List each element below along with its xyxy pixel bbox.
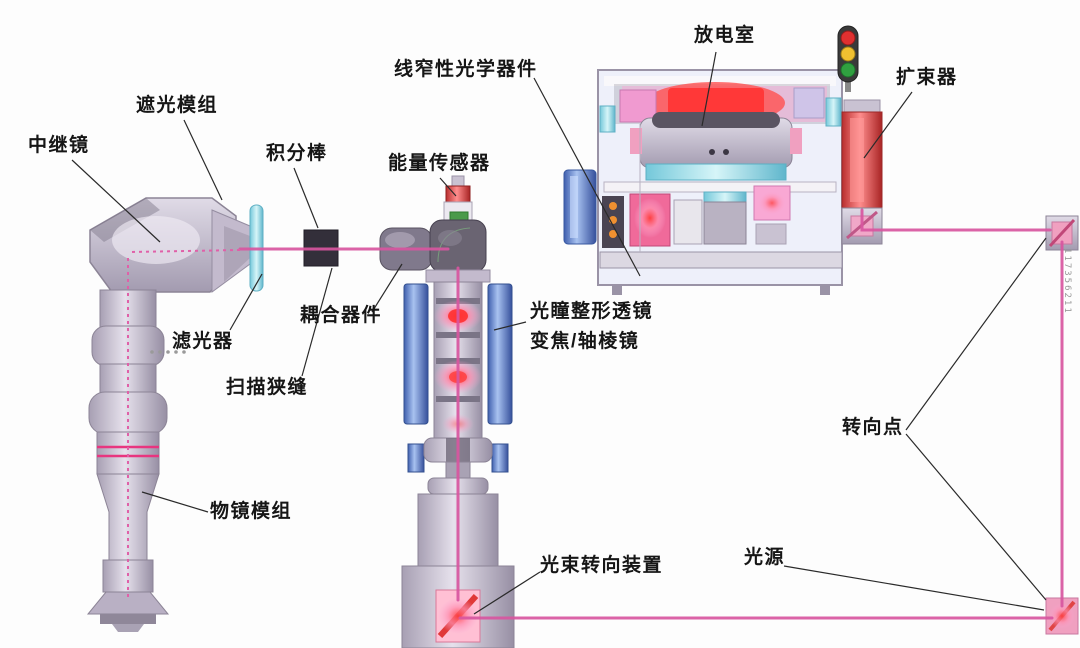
label-discharge-chamber: 放电室: [694, 25, 756, 46]
turning-mirror-bottom: [1045, 597, 1079, 635]
label-turning-point: 转向点: [842, 417, 904, 438]
label-optical-filter: 滤光器: [172, 331, 234, 352]
label-shading-module: 遮光模组: [136, 95, 219, 116]
pupil-column-elbow: [425, 219, 491, 283]
laser-frame: [563, 69, 843, 295]
relay-lens-elbow: [89, 197, 251, 293]
label-beam-steering-device: 光束转向装置: [540, 555, 664, 576]
energy-sensor-unit: [443, 175, 473, 225]
leader-lines: [71, 51, 1047, 615]
traffic-light-indicator: [837, 25, 859, 92]
label-coupler: 耦合器件: [300, 305, 383, 326]
label-beam-expander: 扩束器: [896, 67, 958, 88]
label-line-narrowing-optics: 线窄性光学器件: [394, 59, 538, 80]
label-zoom-axicon: 变焦/轴棱镜: [530, 331, 640, 352]
label-integrator-rod: 积分棒: [266, 143, 328, 164]
label-light-source: 光源: [744, 547, 786, 568]
label-pupil-shaping-lens: 光瞳整形透镜: [530, 301, 654, 322]
image-code-text: 117356211: [1062, 248, 1072, 315]
label-relay-lens: 中继镜: [28, 135, 90, 156]
beam-path-dashed: [127, 249, 241, 598]
label-objective-module: 物镜模组: [210, 501, 293, 522]
label-scanning-slit: 扫描狭缝: [226, 377, 309, 398]
beam-path: [238, 208, 1064, 620]
label-energy-sensor: 能量传感器: [388, 153, 491, 174]
